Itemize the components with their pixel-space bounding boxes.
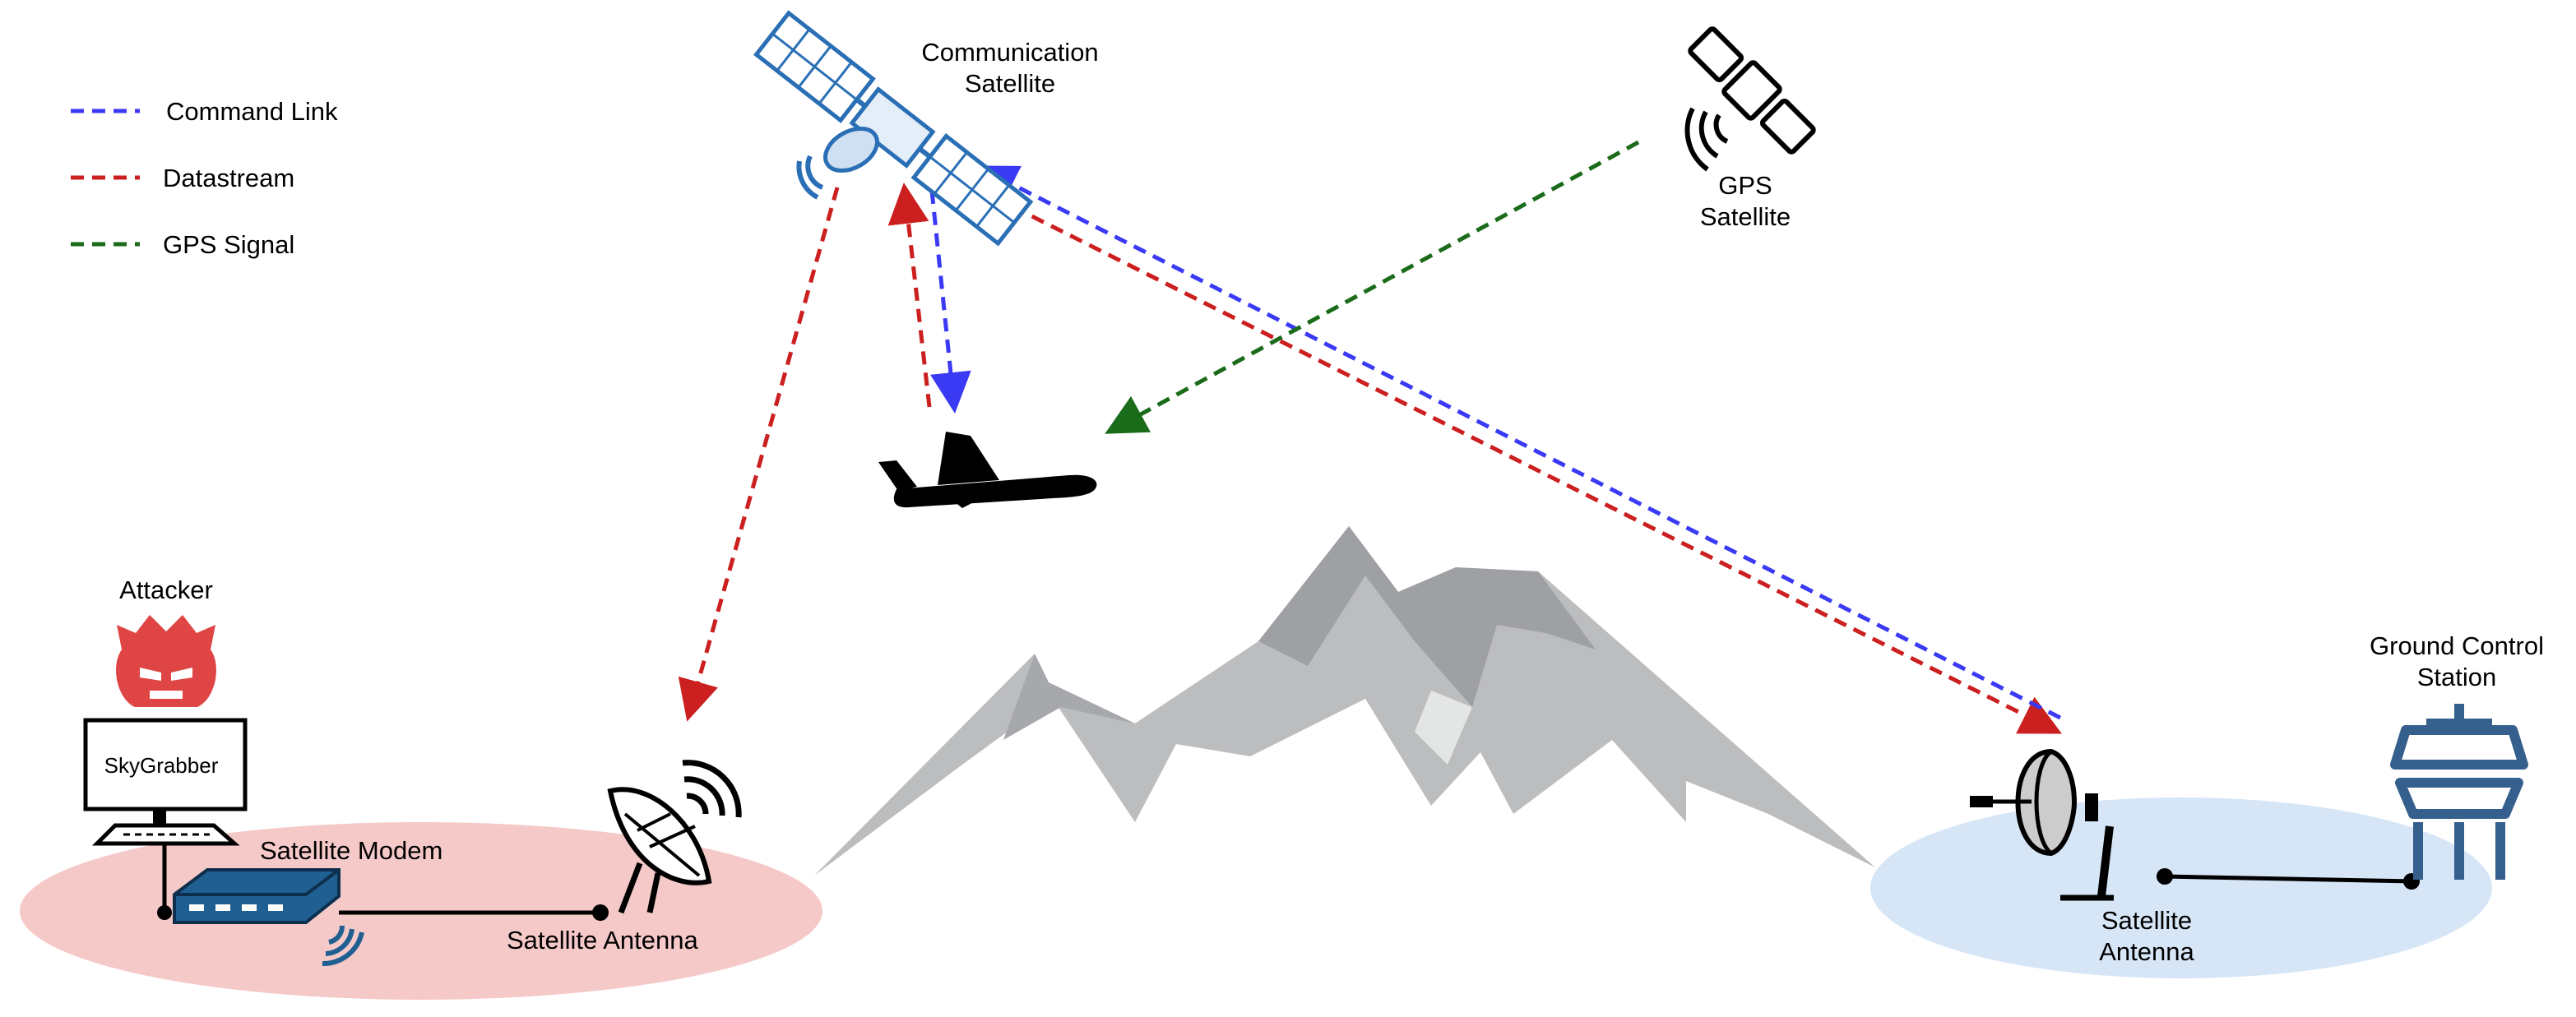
airplane-icon [878,432,1097,508]
command-ground-to-satellite [975,165,2062,720]
ground-control: Ground Control Station [2370,631,2544,880]
gps-satellite-to-aircraft [1105,140,1640,434]
legend: Command Link Datastream GPS Signal [71,97,338,259]
attacker-antenna: Satellite Antenna [507,760,742,955]
command-satellite-to-aircraft [929,190,971,414]
comm-satellite-label: Communication [921,38,1098,67]
control-tower-icon [2390,704,2528,880]
antenna-station-cable [2164,874,2412,884]
signal-waves-icon [796,155,824,200]
datastream-satellite-to-ground [973,185,2062,734]
comm-satellite: Communication Satellite [753,10,1099,247]
gps-satellite: GPS Satellite [1684,26,1816,231]
satellite-dish-icon [1970,748,2114,901]
samurai-mask-icon [116,615,216,707]
ground-zone [1870,797,2492,978]
satellite-icon [753,10,1034,247]
signal-waves-icon [682,760,742,818]
datastream-aircraft-to-satellite [887,183,932,408]
satellite-dish-icon [823,126,879,173]
signal-waves-icon [1684,107,1729,172]
keyboard-icon [91,823,240,846]
attacker: Attacker [116,576,216,707]
ground-control-label: Ground Control [2370,631,2544,660]
mountain-icon [814,526,1875,876]
datastream-links [678,183,2062,734]
datastream-satellite-to-attacker [678,187,840,722]
command-links [929,165,2062,720]
legend-label-datastream: Datastream [163,164,294,192]
computer-screen-text: SkyGrabber [104,753,219,778]
legend-label-gps: GPS Signal [163,230,294,259]
computer: SkyGrabber [83,718,248,920]
ground-antenna: Satellite Antenna [1970,748,2420,966]
satellite-dish-icon [607,787,712,914]
gps-links [1105,140,1640,434]
ground-antenna-label-2: Antenna [2099,937,2194,966]
gps-satellite-label: GPS [1718,171,1772,200]
attacker-label: Attacker [119,576,213,604]
comm-satellite-label-2: Satellite [965,69,1055,98]
ground-antenna-label: Satellite [2101,906,2192,935]
aircraft [878,432,1097,508]
satellite-icon [1688,26,1816,155]
satellite-modem: Satellite Modem [173,836,609,967]
satellite-modem-label: Satellite Modem [260,836,442,865]
modem-icon [173,868,341,924]
signal-waves-icon [322,925,364,967]
legend-label-command: Command Link [166,97,338,126]
gps-satellite-label-2: Satellite [1700,202,1791,231]
attacker-antenna-label: Satellite Antenna [507,926,698,955]
ground-control-label-2: Station [2417,663,2497,691]
